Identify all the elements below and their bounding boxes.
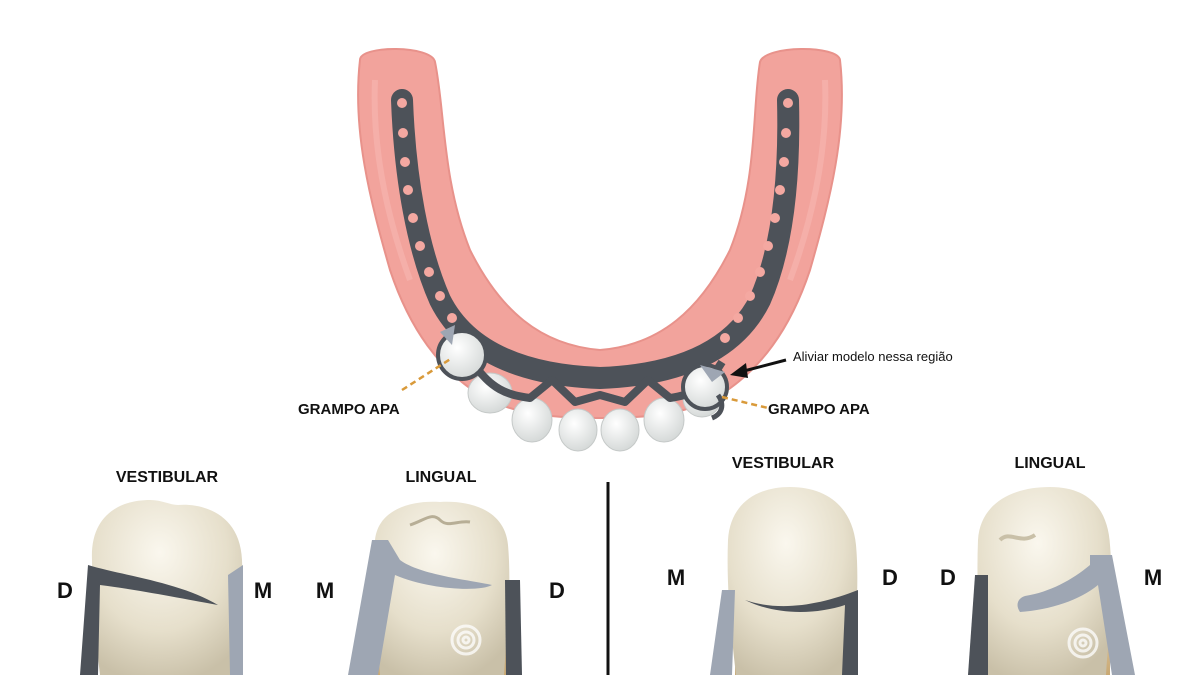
tooth-panel-3: VESTIBULAR M D: [667, 455, 898, 675]
watermark-spiral-icon: [1067, 627, 1099, 659]
clasp-tooth-right: [681, 363, 729, 421]
watermark-spiral-icon: [450, 624, 482, 656]
panel-title: LINGUAL: [405, 469, 476, 486]
clasp-arm-light: [228, 565, 243, 675]
relief-note: Aliviar modelo nessa região: [793, 349, 953, 364]
side-label-right: M: [254, 578, 272, 603]
gum-shading: [787, 79, 829, 282]
occlusal-groove: [409, 515, 471, 527]
panel-title: VESTIBULAR: [116, 469, 219, 486]
clasp-arm: [505, 580, 522, 675]
denture-arch: Aliviar modelo nessa região GRAMPO APA G…: [298, 48, 953, 452]
mesh-holes: [397, 98, 793, 343]
lingual-ridge: [998, 533, 1037, 542]
clasp-label-left: GRAMPO APA: [298, 401, 400, 418]
side-label-right: M: [1144, 565, 1162, 590]
tooth: [643, 397, 685, 443]
side-label-left: D: [57, 578, 73, 603]
gum-shading: [371, 79, 413, 282]
tooth-panel-2: LINGUAL M D: [316, 469, 565, 675]
relief-arrow: [730, 358, 787, 378]
clasp-arm: [745, 590, 858, 675]
clasp-label-right: GRAMPO APA: [768, 401, 870, 418]
tooth-crown: [374, 501, 510, 675]
clasp-arm-light: [710, 590, 735, 675]
tooth: [600, 408, 640, 452]
side-label-right: D: [882, 565, 898, 590]
tooth: [558, 408, 598, 452]
clasp-arm: [80, 565, 218, 675]
clasp-arm-light: [348, 540, 492, 675]
side-label-left: M: [316, 578, 334, 603]
tooth-crown: [977, 487, 1112, 675]
tooth-panel-4: LINGUAL D M: [940, 455, 1162, 675]
side-label-left: M: [667, 565, 685, 590]
side-label-left: D: [940, 565, 956, 590]
tooth: [511, 397, 553, 443]
leader-line-right: [721, 395, 769, 410]
tooth-panel-1: VESTIBULAR D M: [57, 469, 272, 675]
tooth-crown: [727, 487, 858, 675]
clasp-arm: [968, 575, 988, 675]
clasp-arm-light: [1017, 555, 1135, 675]
panel-title: LINGUAL: [1014, 455, 1085, 472]
clasp-tooth-left: [436, 325, 488, 381]
anterior-teeth: [467, 372, 722, 452]
panel-title: VESTIBULAR: [732, 455, 835, 472]
side-label-right: D: [549, 578, 565, 603]
